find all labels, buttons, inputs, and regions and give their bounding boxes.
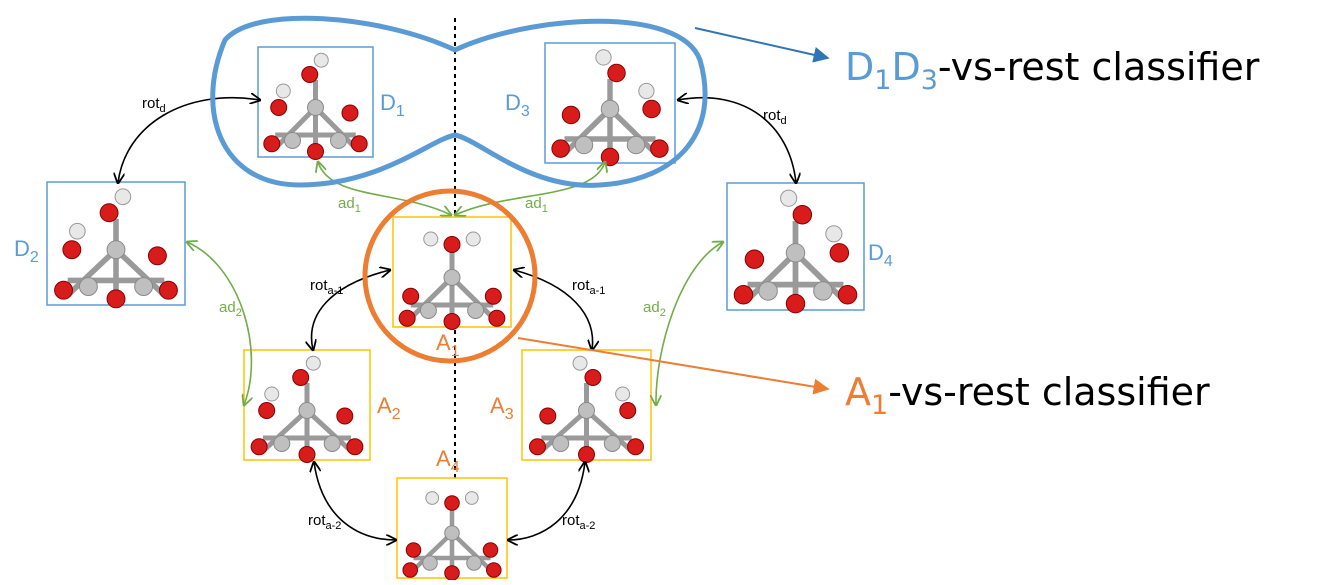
rot-a1-arrow-left [312, 270, 390, 350]
state-box-a4 [396, 477, 508, 581]
ad2-arrow-right [656, 242, 723, 405]
label-rot-a1-right: rota-1 [572, 277, 605, 297]
molecule-icon-d1 [263, 52, 368, 160]
state-label-a3: A3 [490, 393, 514, 423]
rot-a1-arrow-right [514, 270, 593, 350]
molecule-icon-a1 [398, 231, 506, 330]
molecule-icon-a4 [402, 491, 502, 581]
state-label-d4: D4 [868, 240, 893, 270]
state-label-d3: D3 [505, 90, 530, 120]
state-box-a2 [243, 349, 371, 463]
molecule-icon-d4 [733, 189, 858, 314]
a1-pointer-arrow [517, 337, 830, 395]
label-rot-d-right: rotd [763, 107, 787, 127]
ad1-arrow-left [318, 162, 451, 215]
label-rot-a1-left: rota-1 [310, 277, 343, 297]
label-rot-a2-left: rota-2 [308, 512, 341, 532]
state-box-d2 [46, 181, 186, 309]
state-label-a1: A1 [436, 330, 460, 360]
label-ad2-right: ad2 [643, 299, 666, 319]
rot-d-arrow-right [678, 98, 796, 183]
state-label-a4: A4 [436, 446, 460, 476]
label-ad1-right: ad1 [525, 195, 548, 215]
state-box-a1 [392, 216, 512, 330]
state-label-d1: D1 [380, 90, 405, 120]
state-label-d2: D2 [14, 236, 39, 266]
label-ad2-left: ad2 [219, 299, 242, 319]
ad1-arrow-right [455, 162, 605, 215]
a1-classifier-label: A1-vs-rest classifier [845, 370, 1210, 421]
state-label-a2: A2 [377, 393, 401, 423]
state-box-a3 [521, 349, 652, 463]
label-ad1-left: ad1 [338, 195, 361, 215]
state-box-d3 [544, 42, 676, 167]
molecule-icon-a3 [528, 355, 645, 463]
d1d3-pointer-arrow [694, 27, 830, 63]
state-box-d4 [726, 182, 865, 314]
label-rot-d-left: rotd [142, 95, 166, 115]
label-rot-a2-right: rota-2 [562, 512, 595, 532]
rot-a2-arrow-left [314, 462, 396, 540]
d1d3-classifier-label: D1D3-vs-rest classifier [845, 45, 1260, 96]
molecule-icon-d3 [551, 49, 669, 167]
rot-a2-arrow-right [508, 462, 585, 540]
molecule-icon-a2 [250, 355, 364, 463]
a1-highlight-circle [362, 188, 538, 364]
rot-d-arrow-left [118, 98, 260, 183]
state-box-d1 [257, 46, 374, 160]
d1-d3-highlight-outline [210, 15, 708, 188]
transition-arrows [118, 98, 796, 540]
ad2-arrow-left [187, 242, 251, 405]
molecule-icon-d2 [54, 188, 178, 309]
